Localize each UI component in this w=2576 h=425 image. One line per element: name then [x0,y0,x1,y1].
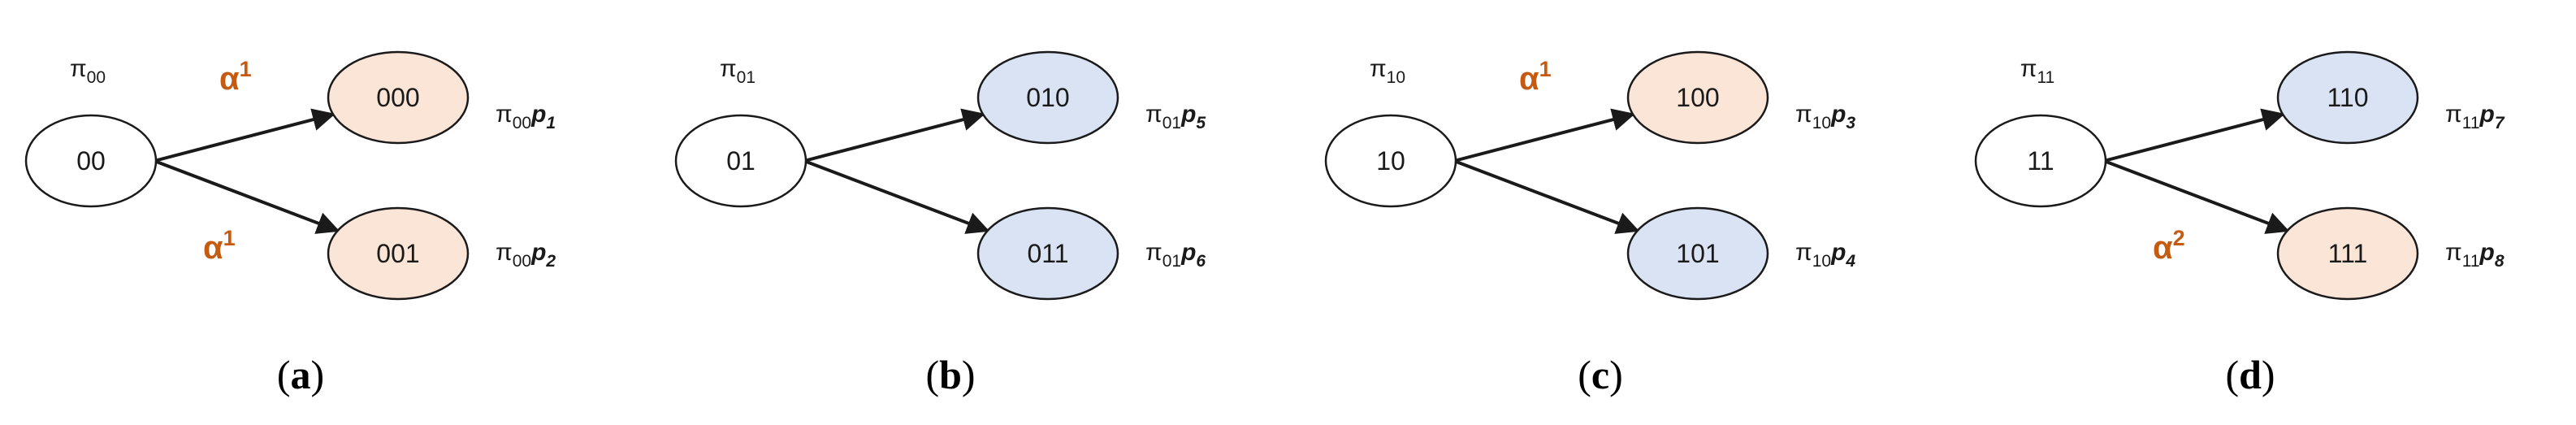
root-state-label: 01 [726,146,755,176]
root-state-label: 11 [2027,146,2054,176]
child-state-label: 111 [2328,239,2368,268]
root-pi-label: π00 [70,55,106,87]
child-state-node [2276,50,2419,145]
panel-b: π01 01 010 π01p5 011 π01p6 (b) [674,50,1206,397]
root-state-node [1974,114,2107,208]
child-state-label: 001 [376,239,419,268]
root-pi-label: π10 [1370,55,1405,87]
transition-arrow [1453,159,1640,234]
transition-probability-label: π00p1 [496,101,556,132]
transition-probability-label: π00p2 [496,239,556,271]
alpha-label: α1 [203,226,236,266]
child-state-node [976,206,1119,301]
transition-probability-label: π10p4 [1795,239,1855,271]
child-state-node [1626,50,1769,145]
child-state-node [2276,206,2419,301]
panel-caption: (d) [2225,352,2275,397]
panel-caption: (c) [1578,352,1623,397]
root-state-node [1324,114,1457,208]
transition-probability-label: π11p8 [2445,239,2505,271]
transition-arrow [1453,108,1635,163]
child-state-node [976,50,1119,145]
panel-d: π11 11 110 π11p7 111 π11p8 α2 (d) [1974,50,2505,397]
transition-probability-label: π01p5 [1145,101,1206,132]
child-state-node [327,50,470,145]
panel-caption: (a) [277,352,324,397]
transition-arrow [154,108,336,163]
root-state-label: 10 [1376,146,1405,176]
panel-caption: (b) [925,352,975,397]
transition-arrow [154,159,340,234]
alpha-label: α2 [2153,226,2185,266]
alpha-label: α1 [1519,57,1552,97]
transition-probability-label: π11p7 [2445,101,2505,132]
root-state-node [674,114,807,208]
transition-arrow [803,108,985,163]
child-state-node [1626,206,1769,301]
child-state-label: 010 [1026,83,1069,112]
alpha-label: α1 [219,57,252,97]
child-state-label: 100 [1676,83,1719,112]
root-state-label: 00 [76,146,106,176]
root-state-node [24,114,158,208]
panel-c: π10 10 100 π10p3 α1 101 π10p4 (c) [1324,50,1855,397]
transition-arrow [2103,159,2290,234]
child-state-node [327,206,470,301]
child-state-label: 011 [1027,239,1068,268]
child-state-label: 110 [2327,83,2368,112]
transition-probability-label: π01p6 [1145,239,1206,271]
transition-arrow [2103,108,2285,163]
root-pi-label: π11 [2020,55,2055,87]
child-state-label: 000 [376,83,419,112]
root-pi-label: π01 [720,55,755,87]
transition-probability-label: π10p3 [1795,101,1855,132]
transition-arrow [803,159,990,234]
child-state-label: 101 [1676,239,1719,268]
